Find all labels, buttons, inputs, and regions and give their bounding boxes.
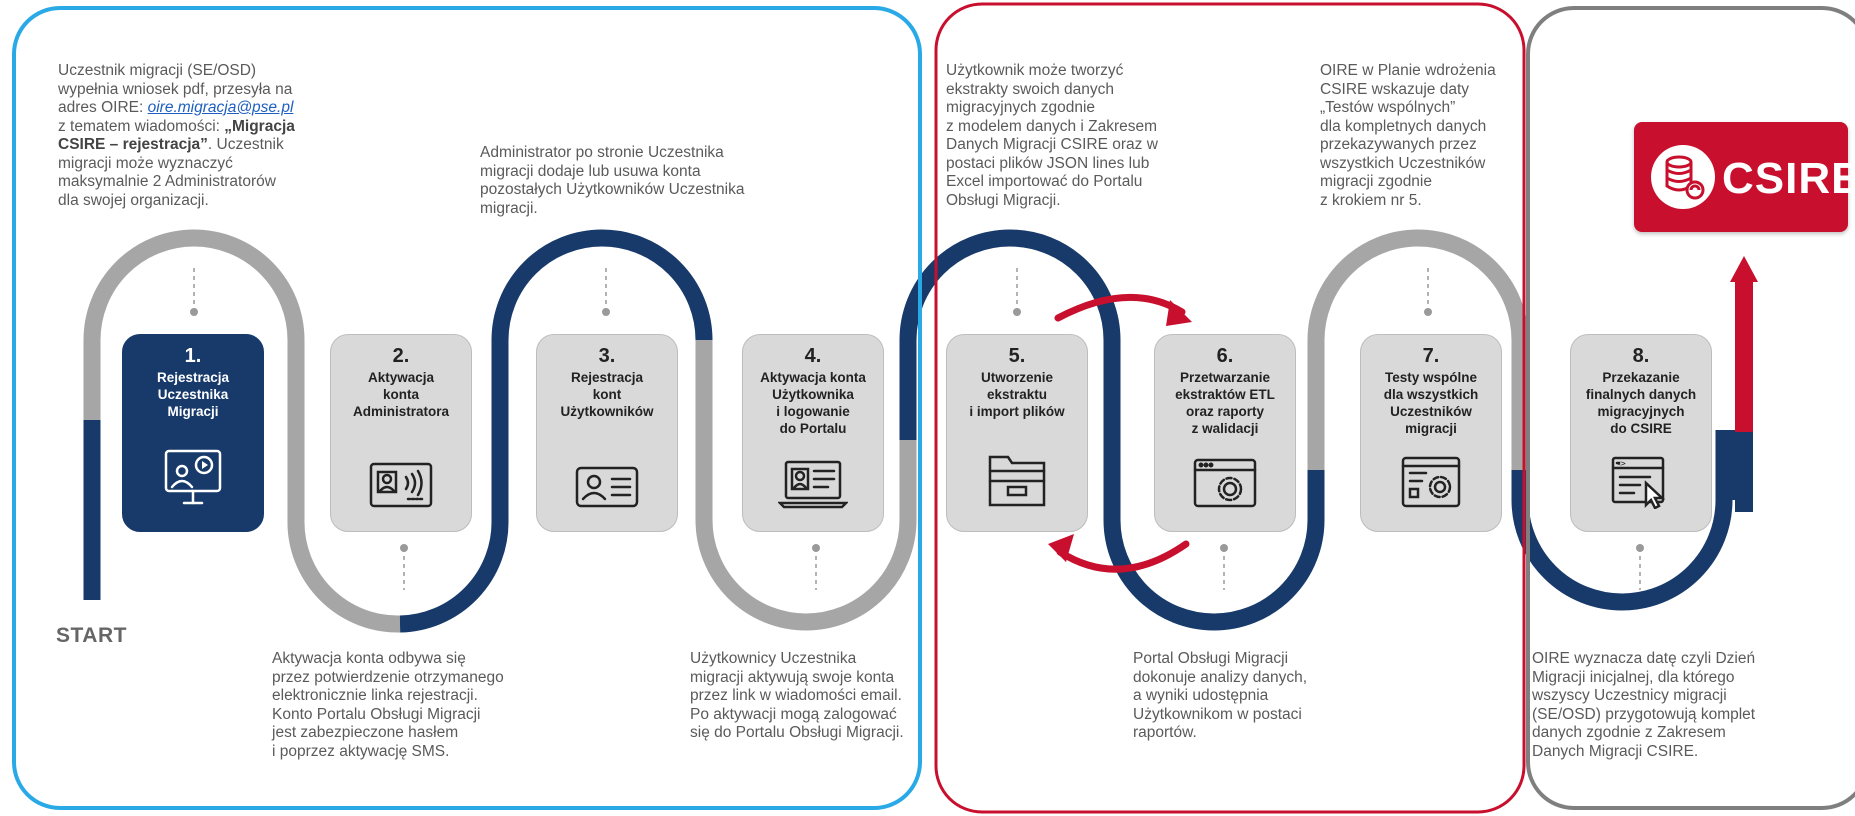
path-arc-7: [1307, 229, 1529, 470]
path-arc-6: [1103, 470, 1325, 631]
step-2-description: Aktywacja konta odbywa się przez potwier…: [272, 650, 504, 760]
step-8-card[interactable]: 8. Przekazanie finalnych danych migracyj…: [1570, 334, 1712, 532]
step-7-description: OIRE w Planie wdrożenia CSIRE wskazuje d…: [1320, 62, 1496, 209]
cycle-arrow-top: [1054, 293, 1186, 322]
step-2-number: 2.: [392, 345, 410, 367]
step-7-card[interactable]: 7. Testy wspólne dla wszystkich Uczestni…: [1360, 334, 1502, 532]
cycle-arrow-top-head: [1166, 300, 1192, 326]
path-arc-2b: [399, 470, 509, 633]
step-6-description: Portal Obsługi Migracji dokonuje analizy…: [1133, 650, 1308, 741]
step-1-title: Rejestracja Uczestnika Migracji: [156, 370, 230, 419]
id-card-contactless-icon: [369, 462, 433, 508]
step-8-number: 8.: [1632, 345, 1650, 367]
cycle-arrow-bottom-head: [1048, 534, 1074, 562]
step-2-title: Aktywacja konta Administratora: [352, 370, 450, 419]
step-1-desc-part1: Uczestnik migracji (SE/OSD) wypełnia wni…: [58, 62, 293, 116]
step-4-description: Użytkownicy Uczestnika migracji aktywują…: [690, 650, 904, 741]
step-4-title: Aktywacja konta Użytkownika i logowanie …: [760, 370, 866, 436]
step-1-desc-subject: „Migracja CSIRE – rejestracja”: [58, 117, 295, 154]
phase-frame-blue: [12, 6, 922, 810]
file-cabinet-icon: [988, 455, 1046, 507]
path-arc-3: [491, 229, 713, 470]
csire-logo-text: CSIRE: [1722, 154, 1855, 203]
step-8-description: OIRE wyznacza datę czyli Dzień Migracji …: [1532, 650, 1756, 760]
cycle-arrow-bottom: [1056, 540, 1190, 573]
oire-email-link[interactable]: oire.migracja@pse.pl: [147, 99, 294, 116]
step-6-title: Przetwarzanie ekstraktów ETL oraz raport…: [1175, 370, 1275, 436]
step-5-card[interactable]: 5. Utworzenie ekstraktu i import plików: [946, 334, 1088, 532]
video-call-icon: [164, 449, 222, 505]
step-7-number: 7.: [1422, 345, 1440, 367]
step-6-number: 6.: [1216, 345, 1234, 367]
step-5-number: 5.: [1008, 345, 1026, 367]
step-1-desc-part3: . Uczestnik migracji może wyznaczyć maks…: [58, 136, 284, 209]
step-5-title: Utworzenie ekstraktu i import plików: [969, 370, 1065, 419]
csire-logo: CSIRE: [1634, 122, 1855, 232]
step-4-card[interactable]: 4. Aktywacja konta Użytkownika i logowan…: [742, 334, 884, 532]
step-2-card[interactable]: 2. Aktywacja konta Administratora: [330, 334, 472, 532]
checklist-settings-icon: [1401, 456, 1461, 508]
step-1-description: Uczestnik migracji (SE/OSD) wypełnia wni…: [58, 62, 295, 210]
final-arrow-head: [1730, 256, 1758, 282]
code-window-cursor-icon: <>: [1611, 456, 1666, 509]
path-arc-1: [83, 229, 305, 480]
step-7-title: Testy wspólne dla wszystkich Uczestników…: [1383, 370, 1479, 436]
user-card-icon: [575, 466, 639, 508]
step-8-title: Przekazanie finalnych danych migracyjnyc…: [1585, 370, 1697, 436]
browser-settings-icon: [1193, 458, 1257, 508]
laptop-profile-icon: [778, 460, 848, 509]
phase-frame-red: [934, 2, 1526, 814]
step-1-desc-part2: z tematem wiadomości:: [58, 117, 220, 135]
path-arc-4: [695, 440, 917, 631]
step-5-description: Użytkownik może tworzyć ekstrakty swoich…: [946, 62, 1158, 209]
step-1-card[interactable]: 1. Rejestracja Uczestnika Migracji: [122, 334, 264, 532]
step-3-card[interactable]: 3. Rejestracja kont Użytkowników: [536, 334, 678, 532]
step-4-number: 4.: [804, 345, 822, 367]
database-sync-icon: [1651, 145, 1715, 209]
step-6-card[interactable]: 6. Przetwarzanie ekstraktów ETL oraz rap…: [1154, 334, 1296, 532]
start-label: START: [56, 624, 127, 647]
phase-frame-gray: [1526, 6, 1855, 810]
step-1-number: 1.: [184, 345, 202, 367]
step-3-description: Administrator po stronie Uczestnika migr…: [480, 144, 745, 217]
svg-text:<>: <>: [1616, 459, 1626, 468]
path-arc-2: [287, 480, 401, 633]
step-3-number: 3.: [598, 345, 616, 367]
step-3-title: Rejestracja kont Użytkowników: [560, 370, 654, 419]
